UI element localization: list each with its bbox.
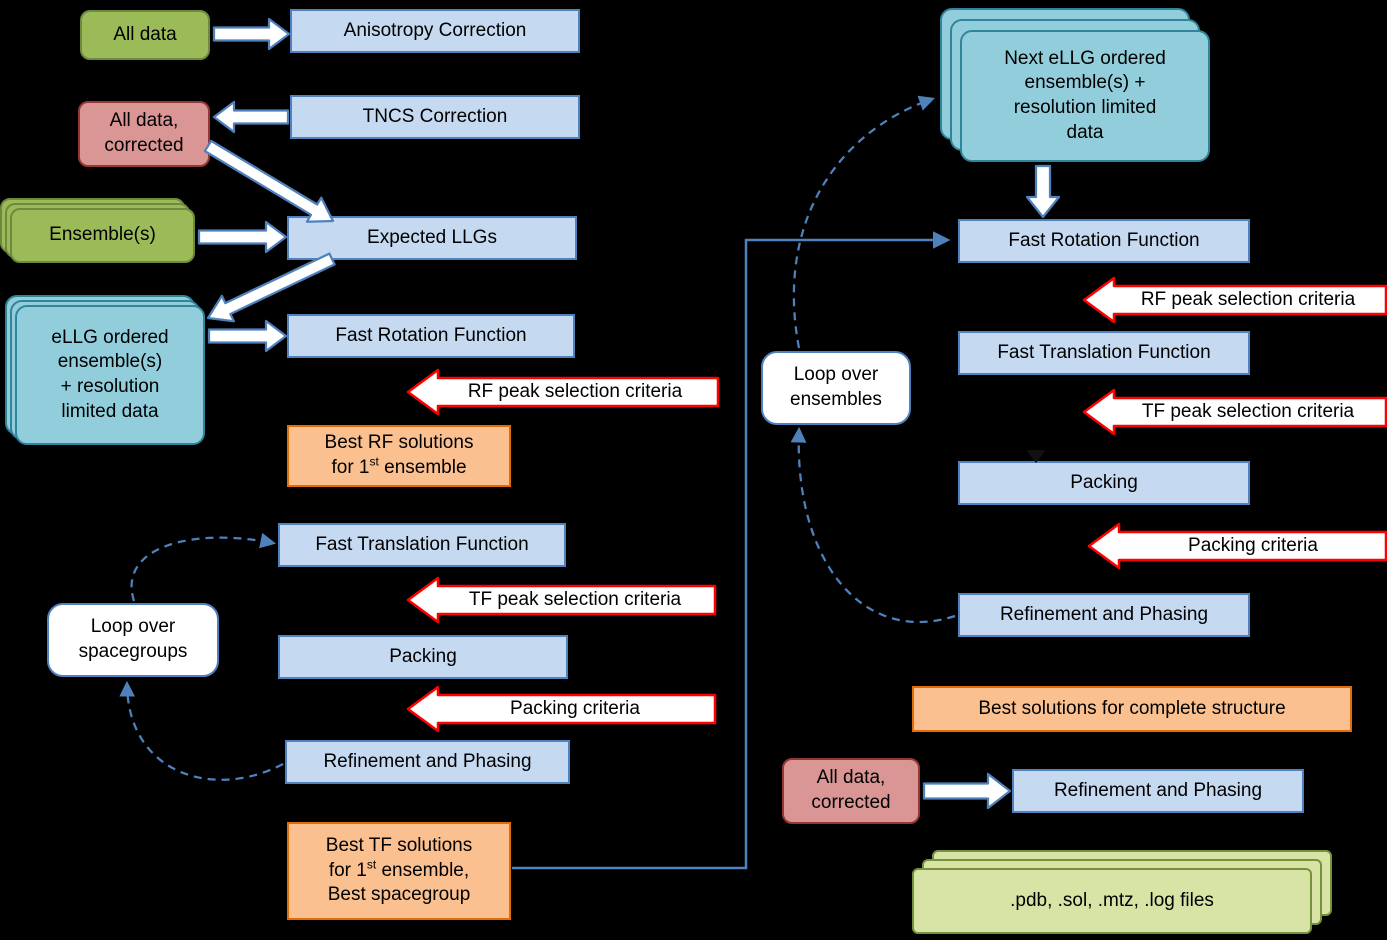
best-tf-line3: Best spacegroup <box>327 884 471 906</box>
best-rf-line2-pre: for 1 <box>331 457 370 478</box>
best-tf-line1: Best TF solutions <box>325 834 473 856</box>
all-data-box: All data <box>80 10 210 60</box>
best-tf-line2-post: ensemble, <box>376 859 470 881</box>
fast-rotation-function-box-right: Fast Rotation Function <box>958 219 1250 263</box>
tf-peak-criteria-label: TF peak selection criteria <box>468 589 682 610</box>
dashed-refinement-to-loop-ensembles <box>790 426 956 623</box>
best-tf-solutions-box: Best TF solutions for 1st ensemble, Best… <box>287 822 511 920</box>
fast-rotation-function-box: Fast Rotation Function <box>287 314 575 358</box>
loop-over-ensembles-box: Loop over ensembles <box>761 351 911 425</box>
packing-criteria-label-right: Packing criteria <box>1188 535 1318 556</box>
anisotropy-correction-box: Anisotropy Correction <box>290 9 580 53</box>
dashed-loop-spacegroups-to-fast-translation <box>130 532 277 602</box>
output-files-box: .pdb, .sol, .mtz, .log files <box>912 868 1312 934</box>
best-tf-line2: for 1st ensemble, <box>328 857 470 884</box>
best-rf-solutions-box: Best RF solutions for 1st ensemble <box>287 425 511 487</box>
best-rf-line2: for 1st ensemble <box>331 456 466 481</box>
best-rf-line2-post: ensemble <box>378 457 467 478</box>
arrow-next-ellg-to-fast-rotation <box>1025 164 1061 219</box>
arrow-ensembles-to-expected-llgs <box>197 220 288 254</box>
expected-llgs-box: Expected LLGs <box>287 216 577 260</box>
rf-peak-criteria-label: RF peak selection criteria <box>467 381 683 402</box>
best-rf-line1: Best RF solutions <box>324 432 474 454</box>
fast-translation-function-box-right: Fast Translation Function <box>958 331 1250 375</box>
packing-criteria-label: Packing criteria <box>510 698 640 719</box>
arrow-alldata-corrected-to-expected-llgs <box>203 139 335 223</box>
refinement-and-phasing-box-right: Refinement and Phasing <box>958 593 1250 637</box>
arrow-ellg-to-fast-rotation <box>207 319 288 353</box>
tf-peak-criteria-label-right: TF peak selection criteria <box>1141 401 1355 422</box>
arrow-tncs-to-alldata-corrected <box>212 100 290 134</box>
tncs-correction-box: TNCS Correction <box>290 95 580 139</box>
arrow-alldata-to-anisotropy <box>212 17 291 51</box>
best-tf-line2-pre: for 1 <box>328 859 367 881</box>
ellg-ordered-ensembles-box: eLLG ordered ensemble(s) + resolution li… <box>15 305 205 445</box>
loop-over-spacegroups-box: Loop over spacegroups <box>47 603 219 677</box>
refinement-and-phasing-box: Refinement and Phasing <box>285 740 570 784</box>
packing-box: Packing <box>278 635 568 679</box>
all-data-corrected-box: All data, corrected <box>78 101 210 167</box>
best-solutions-box: Best solutions for complete structure <box>912 686 1352 732</box>
ensembles-box: Ensemble(s) <box>10 208 195 263</box>
next-ellg-ensembles-box: Next eLLG ordered ensemble(s) + resoluti… <box>960 30 1210 162</box>
all-data-corrected-box-right: All data, corrected <box>782 758 920 824</box>
arrow-expected-llgs-to-ellg <box>206 252 336 323</box>
best-rf-line2-sup: st <box>369 454 379 469</box>
dashed-refinement-to-loop-spacegroups <box>119 680 284 781</box>
refinement-and-phasing-final-box: Refinement and Phasing <box>1012 769 1304 813</box>
arrow-alldata-corrected-to-final-refinement <box>922 772 1012 810</box>
packing-box-right: Packing <box>958 461 1250 505</box>
dashed-loop-ensembles-to-next-ellg <box>792 95 935 349</box>
fast-translation-function-box: Fast Translation Function <box>278 523 566 567</box>
rf-peak-criteria-label-right: RF peak selection criteria <box>1140 289 1356 310</box>
best-tf-line2-sup: st <box>366 857 377 872</box>
